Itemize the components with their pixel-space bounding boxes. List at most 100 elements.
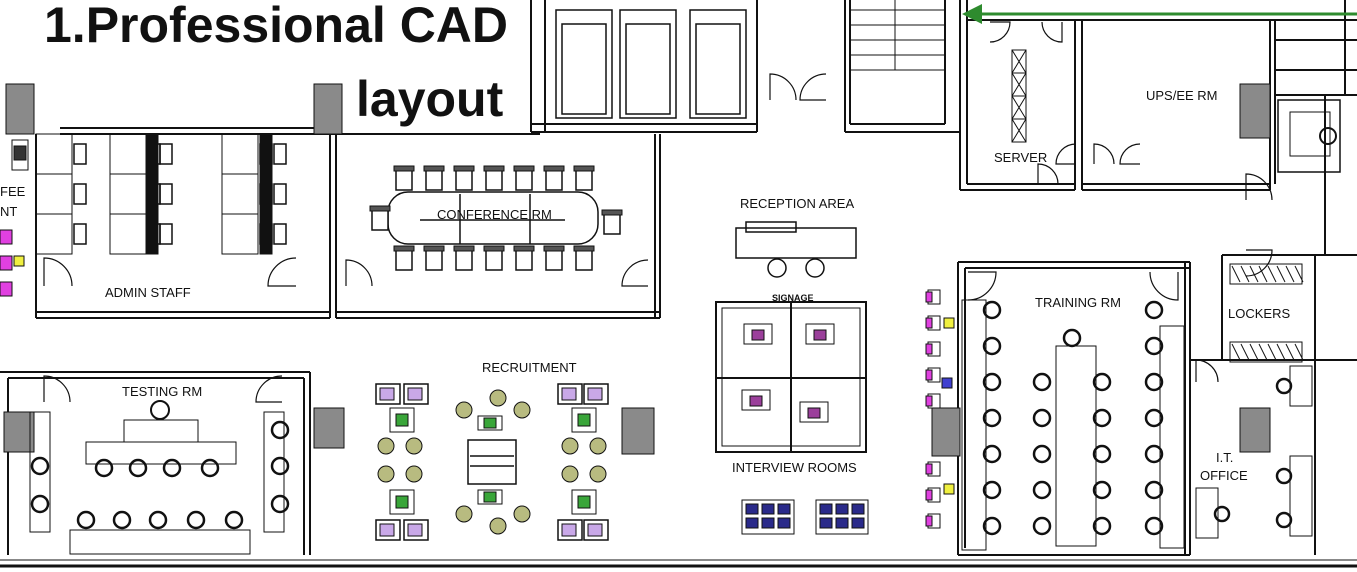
chair bbox=[159, 183, 173, 205]
chair bbox=[159, 143, 173, 165]
chair bbox=[273, 223, 287, 245]
marker bbox=[925, 343, 933, 355]
door-swing bbox=[1245, 173, 1273, 201]
door-swing bbox=[267, 257, 297, 287]
chair bbox=[851, 503, 865, 515]
label-coffee-1: FEE bbox=[0, 184, 26, 199]
locker-hatch bbox=[1249, 343, 1259, 361]
workstation bbox=[221, 133, 259, 175]
chair bbox=[982, 300, 1002, 320]
door-swing bbox=[345, 259, 373, 287]
door-swing bbox=[43, 375, 71, 403]
workstation bbox=[221, 173, 259, 215]
door-swing bbox=[1149, 271, 1179, 301]
chair bbox=[835, 503, 849, 515]
marker bbox=[0, 281, 13, 297]
chair bbox=[1092, 444, 1112, 464]
chair bbox=[851, 517, 865, 529]
chair-back bbox=[573, 165, 595, 172]
locker-hatch bbox=[1240, 265, 1250, 283]
door-swing bbox=[1195, 359, 1219, 383]
chair bbox=[73, 143, 87, 165]
appliance bbox=[13, 145, 27, 161]
stool bbox=[589, 437, 607, 455]
label-coffee-2: NT bbox=[0, 204, 17, 219]
ups-unit bbox=[1277, 99, 1341, 173]
workstation bbox=[221, 213, 259, 255]
chair-back bbox=[393, 245, 415, 252]
chair-back bbox=[423, 165, 445, 172]
marker bbox=[813, 329, 827, 341]
chair-back bbox=[453, 165, 475, 172]
marker bbox=[943, 317, 955, 329]
divider-panel bbox=[145, 213, 159, 255]
chair bbox=[819, 517, 833, 529]
locker-hatch bbox=[1231, 265, 1241, 283]
chair bbox=[745, 517, 759, 529]
divider-panel bbox=[259, 133, 273, 175]
door-swing bbox=[1055, 143, 1077, 165]
label-it-office-1: I.T. bbox=[1216, 450, 1233, 465]
marker bbox=[941, 377, 953, 389]
chair bbox=[30, 456, 50, 476]
cushion bbox=[561, 523, 577, 537]
chair bbox=[1092, 408, 1112, 428]
chair bbox=[1144, 516, 1164, 536]
label-interview: INTERVIEW ROOMS bbox=[732, 460, 857, 475]
chair bbox=[273, 183, 287, 205]
chair bbox=[270, 420, 290, 440]
locker-hatch bbox=[1231, 343, 1241, 361]
chair-back bbox=[483, 245, 505, 252]
chair bbox=[1144, 480, 1164, 500]
label-conference: CONFERENCE RM bbox=[437, 207, 552, 222]
chair bbox=[1144, 408, 1164, 428]
chair-back bbox=[483, 165, 505, 172]
stool bbox=[377, 465, 395, 483]
locker-unit bbox=[1229, 263, 1303, 285]
marker bbox=[577, 413, 591, 427]
locker-hatch bbox=[1285, 265, 1295, 283]
marker bbox=[925, 489, 933, 501]
chair bbox=[273, 143, 287, 165]
door-swing bbox=[621, 259, 649, 287]
marker bbox=[751, 329, 765, 341]
furniture bbox=[0, 99, 1341, 541]
side-table bbox=[389, 489, 415, 515]
chair bbox=[982, 516, 1002, 536]
chair bbox=[94, 458, 114, 478]
marker bbox=[925, 369, 933, 381]
locker-hatch bbox=[1267, 343, 1277, 361]
marker bbox=[0, 255, 13, 271]
chair bbox=[1144, 372, 1164, 392]
chair bbox=[73, 183, 87, 205]
locker-hatch bbox=[1276, 343, 1286, 361]
elevator-cabins bbox=[555, 9, 747, 119]
workstation bbox=[109, 133, 147, 175]
chair bbox=[1032, 408, 1052, 428]
chair bbox=[76, 510, 96, 530]
chair bbox=[1275, 377, 1293, 395]
stool bbox=[561, 465, 579, 483]
door-swing bbox=[43, 257, 73, 287]
marker bbox=[925, 291, 933, 303]
stool bbox=[513, 401, 531, 419]
door-swing bbox=[799, 73, 827, 101]
room-labels: ADMIN STAFF CONFERENCE RM RECEPTION AREA… bbox=[0, 88, 1290, 483]
chair bbox=[982, 408, 1002, 428]
chair bbox=[1275, 511, 1293, 529]
ups-unit bbox=[1289, 111, 1331, 157]
chair bbox=[819, 503, 833, 515]
desk bbox=[1289, 365, 1313, 407]
divider-panel bbox=[259, 173, 273, 215]
label-signage: SIGNAGE bbox=[772, 293, 814, 303]
locker-hatch bbox=[1276, 265, 1286, 283]
chair bbox=[761, 503, 775, 515]
chair bbox=[761, 517, 775, 529]
person-icon bbox=[150, 400, 170, 420]
title-line-2: layout bbox=[356, 71, 504, 127]
marker bbox=[943, 483, 955, 495]
chair-back bbox=[513, 165, 535, 172]
